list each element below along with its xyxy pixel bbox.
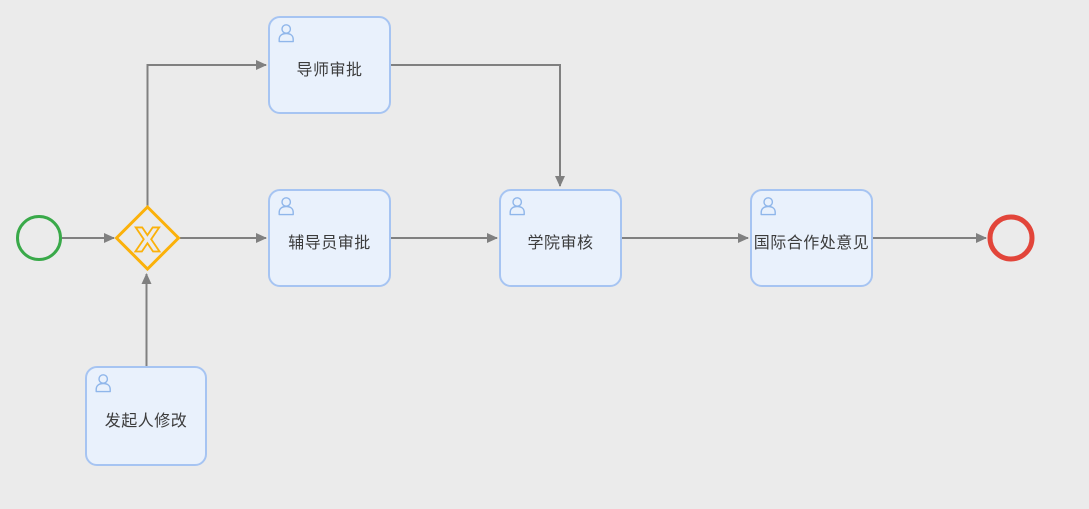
task-label: 发起人修改	[104, 411, 188, 430]
task-label: 学院审核	[527, 233, 594, 252]
task-label: 导师审批	[296, 60, 363, 79]
flow-mentor-approval-to-college-review[interactable]	[391, 64, 565, 187]
flow-gateway-to-mentor-approval[interactable]	[146, 60, 267, 206]
user-icon	[278, 197, 294, 216]
user-icon	[95, 374, 111, 393]
start-event[interactable]	[16, 215, 62, 261]
task-label: 辅导员审批	[288, 233, 371, 252]
task-intl-cooperation-office-opinion[interactable]: 国际合作处意见	[750, 189, 873, 287]
user-icon	[509, 197, 525, 216]
gateway-diamond[interactable]	[114, 204, 181, 272]
user-icon	[760, 197, 776, 216]
task-counselor-approval[interactable]: 辅导员审批	[268, 189, 391, 287]
task-mentor-approval[interactable]: 导师审批	[268, 16, 391, 114]
task-label: 国际合作处意见	[753, 233, 870, 252]
exclusive-gateway[interactable]: X	[114, 204, 181, 272]
user-icon	[278, 24, 294, 43]
task-initiator-revision[interactable]: 发起人修改	[85, 366, 207, 466]
gateway-x-icon: X	[135, 221, 160, 260]
task-college-review[interactable]: 学院审核	[499, 189, 622, 287]
end-event[interactable]	[987, 214, 1035, 262]
